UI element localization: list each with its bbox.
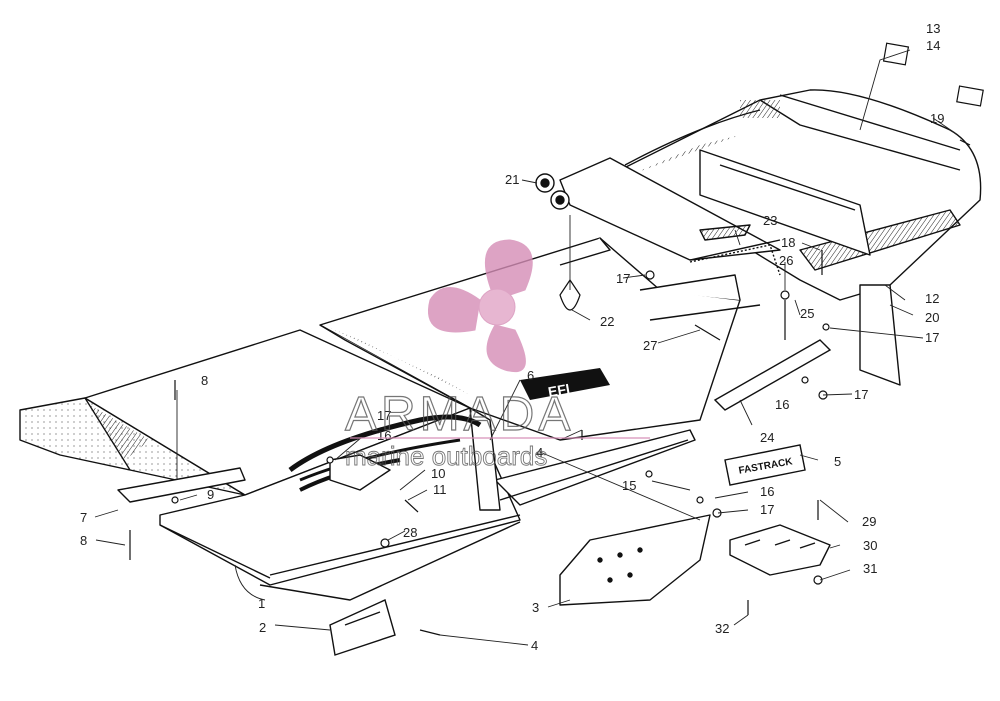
callout-labels: 1 2 3 4 4 5 6 7 8 8 9 10 11 12 13 14 15 … [80,21,944,653]
callout-26: 26 [779,253,793,268]
suspension-bracket [559,514,711,606]
callout-12: 12 [925,291,939,306]
efi-decal-text: EFI [547,380,571,400]
callout-22: 22 [600,314,614,329]
watermark-tagline: marine outboards [345,441,547,471]
callout-6: 6 [527,368,534,383]
callout-27: 27 [643,338,657,353]
watermark-brand: ARMADA [345,388,574,441]
callout-32: 32 [715,621,729,636]
callout-21: 21 [505,172,519,187]
propeller-logo-icon [428,239,533,372]
callout-3: 3 [532,600,539,615]
callout-25: 25 [800,306,814,321]
decal-13 [882,42,910,66]
tunnel-top [319,237,741,441]
callout-7: 7 [80,510,87,525]
callout-28: 28 [403,525,417,540]
callout-20: 20 [925,310,939,325]
decal-14 [956,85,984,107]
callout-5: 5 [834,454,841,469]
carrier-rack [535,157,781,276]
callout-14: 14 [926,38,940,53]
callout-4b: 4 [536,445,543,460]
snow-flap [329,599,396,656]
side-rail [117,467,246,503]
callout-23: 23 [763,213,777,228]
callout-4a: 4 [531,638,538,653]
fastrack-decal-part: FASTRACK [724,444,806,486]
callout-31: 31 [863,561,877,576]
axle-tube [713,339,832,411]
callout-16b: 16 [760,484,774,499]
callout-16a: 16 [377,428,391,443]
tunnel-assembly [19,237,761,601]
callout-18: 18 [781,235,795,250]
callout-1: 1 [258,596,265,611]
callout-15: 15 [622,478,636,493]
armada-watermark: ARMADA marine outboards [344,239,650,471]
callout-29: 29 [862,514,876,529]
callout-16c: 16 [775,397,789,412]
callout-17e: 17 [854,387,868,402]
callout-24: 24 [760,430,774,445]
callout-2: 2 [259,620,266,635]
step-block [729,524,831,576]
callout-17c: 17 [760,502,774,517]
callout-17d: 17 [925,330,939,345]
callout-13: 13 [926,21,940,36]
efi-decal-part: EFI [520,368,610,400]
callout-8b: 8 [80,533,87,548]
callout-11: 11 [433,482,447,497]
callout-10: 10 [431,466,445,481]
callout-8a: 8 [201,373,208,388]
callout-17a: 17 [377,408,391,423]
fasteners [129,139,971,636]
callout-19: 19 [930,111,944,126]
leader-lines [94,49,959,646]
callout-9: 9 [207,487,214,502]
callout-30: 30 [863,538,877,553]
callout-17b: 17 [616,271,630,286]
